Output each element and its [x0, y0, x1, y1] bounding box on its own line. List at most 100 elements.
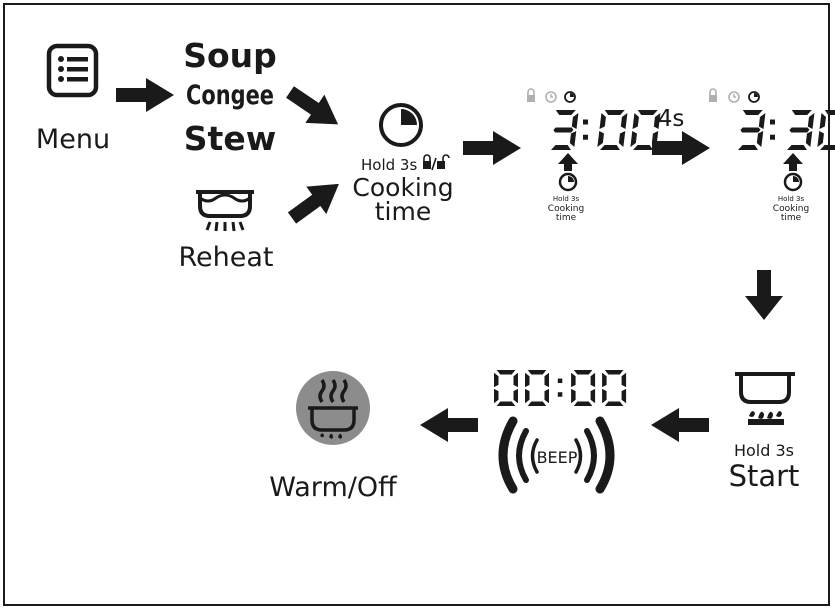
lcd-colon-dot — [770, 119, 775, 125]
lcd-segment — [544, 372, 549, 388]
lcd-segment — [630, 131, 637, 147]
lcd-segment — [525, 372, 530, 388]
display2-label-line1: Cooking — [773, 204, 809, 214]
lcd-segment — [600, 145, 620, 150]
lcd-segment — [621, 388, 627, 404]
display2-up-arrow — [783, 153, 803, 171]
lcd-segment — [738, 145, 758, 150]
display1-timer-icon — [558, 172, 578, 192]
arrow-left-icon — [420, 408, 478, 442]
lcd-segment — [573, 370, 593, 375]
warm-off-label: Warm/Off — [269, 472, 398, 503]
program-congee: Congee — [186, 80, 274, 111]
display2-hold-label: Hold 3s — [778, 195, 805, 203]
display1-status-icons — [527, 88, 576, 103]
lcd-segment — [791, 110, 812, 115]
display1-label-line2: time — [556, 213, 577, 223]
program-soup: Soup — [183, 36, 277, 75]
lcd-segment — [819, 113, 826, 129]
lcd-colon-dot — [557, 378, 563, 384]
beep-sound-waves — [498, 416, 615, 494]
lcd-segment — [494, 372, 499, 388]
lcd-colon-dot — [583, 134, 588, 140]
lcd-segment — [553, 127, 574, 133]
lcd-colon-dot — [770, 134, 775, 140]
menu-icon — [46, 43, 99, 98]
display2-time — [738, 110, 835, 150]
reheat-label: Reheat — [178, 242, 273, 273]
warm-off-icon — [296, 371, 370, 445]
menu-label: Menu — [36, 124, 110, 155]
display1-hold-label: Hold 3s — [553, 195, 580, 203]
lcd-segment — [807, 113, 815, 129]
lcd-segment — [571, 372, 576, 388]
lcd-segment — [618, 131, 626, 147]
lcd-segment — [824, 110, 835, 115]
display1-up-arrow — [558, 153, 578, 171]
lcd-segment — [544, 388, 549, 404]
start-pot-icon — [735, 372, 795, 404]
lcd-segment — [602, 388, 607, 404]
lcd-segment — [604, 110, 625, 115]
arrow-icon — [463, 131, 521, 165]
lcd-segment — [513, 372, 518, 388]
lcd-segment — [513, 388, 518, 404]
lcd-segment — [571, 388, 576, 404]
lcd-segment — [527, 370, 547, 375]
lcd-segment — [787, 145, 807, 150]
cooking-time-label-line1: Cooking — [352, 173, 453, 202]
lcd-segment — [621, 372, 627, 388]
start-hold-label: Hold 3s — [734, 441, 794, 460]
lcd-segment — [555, 110, 576, 115]
start-label: Start — [729, 459, 800, 493]
lcd-segment — [604, 401, 624, 406]
lcd-segment — [633, 145, 653, 150]
lcd-segment — [496, 370, 516, 375]
lcd-segment — [573, 401, 593, 406]
arrow-icon — [280, 77, 348, 139]
interval-label: 4s — [658, 106, 685, 132]
countdown-time — [494, 370, 627, 406]
lcd-segment — [599, 113, 606, 129]
lock-unlock-icon — [423, 154, 450, 171]
lcd-segment — [637, 110, 658, 115]
lcd-segment — [525, 388, 530, 404]
lcd-segment — [653, 113, 661, 129]
reheat-pot-icon — [196, 190, 254, 232]
lcd-segment — [742, 110, 763, 115]
cooking-time-label-line2: time — [375, 197, 431, 226]
lcd-segment — [571, 113, 579, 129]
display1-label-line1: Cooking — [548, 204, 584, 214]
arrow-down-icon — [745, 270, 783, 320]
lcd-segment — [496, 401, 516, 406]
diagram-frame — [3, 3, 830, 606]
timer-icon — [379, 103, 423, 147]
display2-status-icons — [709, 88, 760, 103]
arrow-left-icon — [651, 408, 709, 442]
lcd-segment — [597, 131, 604, 147]
lcd-segment — [740, 127, 761, 133]
lcd-colon-dot — [583, 119, 588, 125]
lcd-segment — [551, 145, 571, 150]
lcd-segment — [632, 113, 639, 129]
beep-label: BEEP — [537, 448, 578, 467]
lcd-segment — [527, 401, 547, 406]
flame-icon — [748, 411, 784, 425]
cooking-time-hold-label: Hold 3s — [361, 156, 417, 174]
lcd-segment — [569, 131, 577, 147]
lcd-segment — [756, 131, 764, 147]
lcd-segment — [604, 370, 624, 375]
lcd-segment — [602, 372, 607, 388]
lcd-colon-dot — [557, 392, 563, 397]
lcd-segment — [590, 372, 596, 388]
lcd-segment — [494, 388, 499, 404]
display2-timer-icon — [783, 172, 803, 192]
lcd-segment — [789, 127, 810, 133]
arrow-icon — [652, 131, 710, 165]
program-stew: Stew — [184, 119, 276, 158]
lcd-segment — [590, 388, 596, 404]
lcd-segment — [820, 145, 835, 150]
display2-label-line2: time — [781, 213, 802, 223]
lcd-segment — [817, 131, 824, 147]
